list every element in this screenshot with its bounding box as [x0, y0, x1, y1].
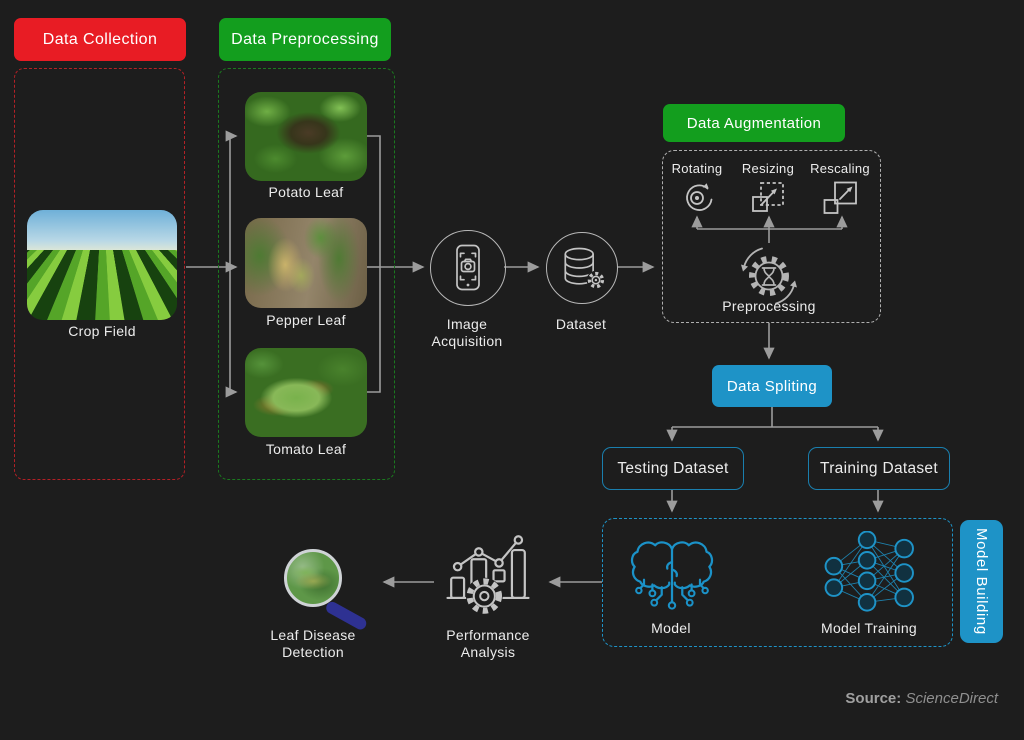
potato-leaf-photo	[245, 92, 367, 181]
dataset-circle	[546, 232, 618, 304]
model-building-pill: Model Building	[960, 520, 1003, 643]
data-collection-group-box	[14, 68, 185, 480]
camera-phone-icon	[456, 244, 480, 291]
rescaling-label: Rescaling	[810, 161, 870, 176]
pepper-leaf-label: Pepper Leaf	[266, 312, 346, 328]
crop-field-label: Crop Field	[68, 323, 136, 339]
database-icon	[564, 247, 606, 290]
potato-leaf-label: Potato Leaf	[268, 184, 344, 200]
rescale-icon	[823, 181, 857, 214]
testing-dataset-box: Testing Dataset	[602, 447, 744, 490]
data-augmentation-group-box	[662, 150, 881, 323]
data-augmentation-pill: Data Augmentation	[663, 104, 845, 142]
data-spliting-pill: Data Spliting	[712, 365, 832, 407]
performance-analysis-label: Performance Analysis	[438, 627, 538, 661]
performance-analysis-label-line1: Performance	[446, 627, 530, 643]
magnifier-leaf-icon	[284, 549, 342, 607]
brain-circuit-icon	[630, 541, 714, 610]
image-acquisition-label-line2: Acquisition	[431, 333, 503, 349]
training-dataset-box: Training Dataset	[808, 447, 950, 490]
resize-icon	[752, 182, 784, 212]
source-value: ScienceDirect	[905, 690, 998, 707]
neural-network-icon	[824, 531, 914, 612]
leaf-disease-detection-label-line2: Detection	[282, 644, 344, 660]
leaf-disease-detection-label-line1: Leaf Disease	[270, 627, 356, 643]
rotate-icon	[686, 183, 713, 211]
source-credit: Source: ScienceDirect	[845, 690, 998, 707]
resizing-label: Resizing	[741, 161, 795, 176]
tomato-leaf-photo	[245, 348, 367, 437]
model-training-label: Model Training	[820, 620, 918, 636]
sky-area	[27, 210, 177, 254]
data-collection-pill: Data Collection	[14, 18, 186, 61]
model-building-group-box	[602, 518, 953, 647]
image-acquisition-label: Image Acquisition	[427, 316, 507, 350]
rotating-label: Rotating	[671, 161, 723, 176]
source-label: Source:	[845, 690, 902, 707]
data-preprocessing-pill: Data Preprocessing	[219, 18, 391, 61]
dataset-label: Dataset	[555, 316, 607, 332]
preprocessing-label: Preprocessing	[722, 298, 816, 314]
tomato-leaf-label: Tomato Leaf	[265, 441, 347, 457]
data-preprocessing-group-box	[218, 68, 395, 480]
image-acquisition-circle	[430, 230, 506, 306]
preprocessing-gear-icon	[741, 247, 797, 305]
image-acquisition-label-line1: Image	[446, 316, 488, 332]
model-label: Model	[651, 620, 691, 636]
performance-analysis-label-line2: Analysis	[460, 644, 516, 660]
performance-chart-gear-icon	[446, 535, 530, 615]
crop-field-photo	[27, 210, 177, 320]
leaf-disease-detection-label: Leaf Disease Detection	[263, 627, 363, 661]
pepper-leaf-photo	[245, 218, 367, 308]
